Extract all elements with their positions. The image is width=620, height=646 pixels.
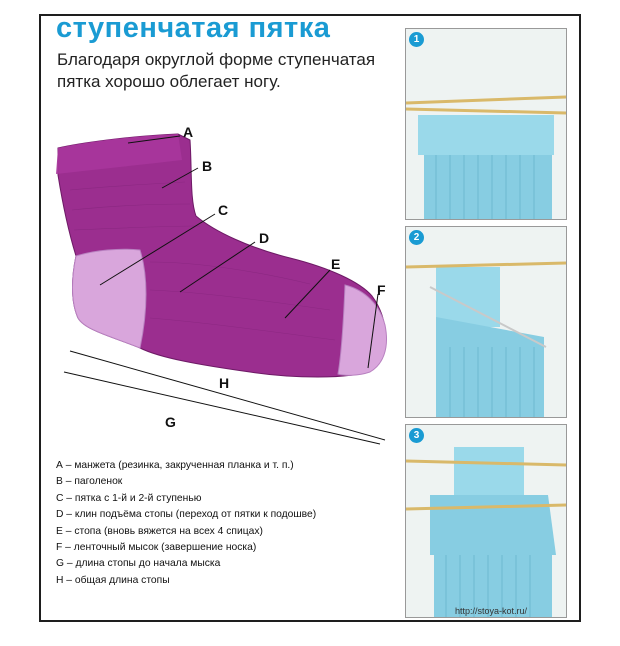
label-d: D [259, 230, 270, 246]
legend-item-f: F – ленточный мысок (завершение носка) [56, 542, 257, 554]
label-c: C [218, 202, 229, 218]
step-photo-3: 3 [405, 424, 567, 618]
label-a: A [183, 124, 194, 140]
label-h: H [219, 375, 230, 391]
step-badge-2: 2 [409, 230, 424, 245]
legend-item-d: D – клин подъёма стопы (переход от пятки… [56, 509, 317, 521]
sock-heel [72, 248, 147, 349]
sock-toe [337, 284, 387, 376]
label-e: E [331, 256, 341, 272]
subtitle: Благодаря округлой форме ступенчатая пят… [57, 50, 376, 91]
legend-item-a: А – манжета (резинка, закрученная планка… [56, 460, 294, 471]
step-badge-1: 1 [409, 32, 424, 47]
watermark-url: http://stoya-kot.ru/ [455, 606, 528, 616]
legend-item-c: С – пятка с 1-й и 2-й ступенью [56, 492, 202, 504]
legend-item-b: В – паголенок [56, 476, 123, 488]
legend-item-g: G – длина стопы до начала мыска [56, 558, 221, 570]
step-badge-3: 3 [409, 428, 424, 443]
page-title: ступенчатая пятка [56, 12, 331, 44]
label-g: G [165, 414, 176, 430]
legend-item-e: Е – стопа (вновь вяжется на всех 4 спица… [56, 525, 263, 537]
legend-list: А – манжета (резинка, закрученная планка… [56, 458, 396, 589]
step-photo-2: 2 [405, 226, 567, 418]
label-b: B [202, 158, 213, 174]
label-f: F [377, 282, 386, 298]
legend-item-h: H – общая длина стопы [56, 574, 170, 586]
step-photo-1: 1 [405, 28, 567, 220]
